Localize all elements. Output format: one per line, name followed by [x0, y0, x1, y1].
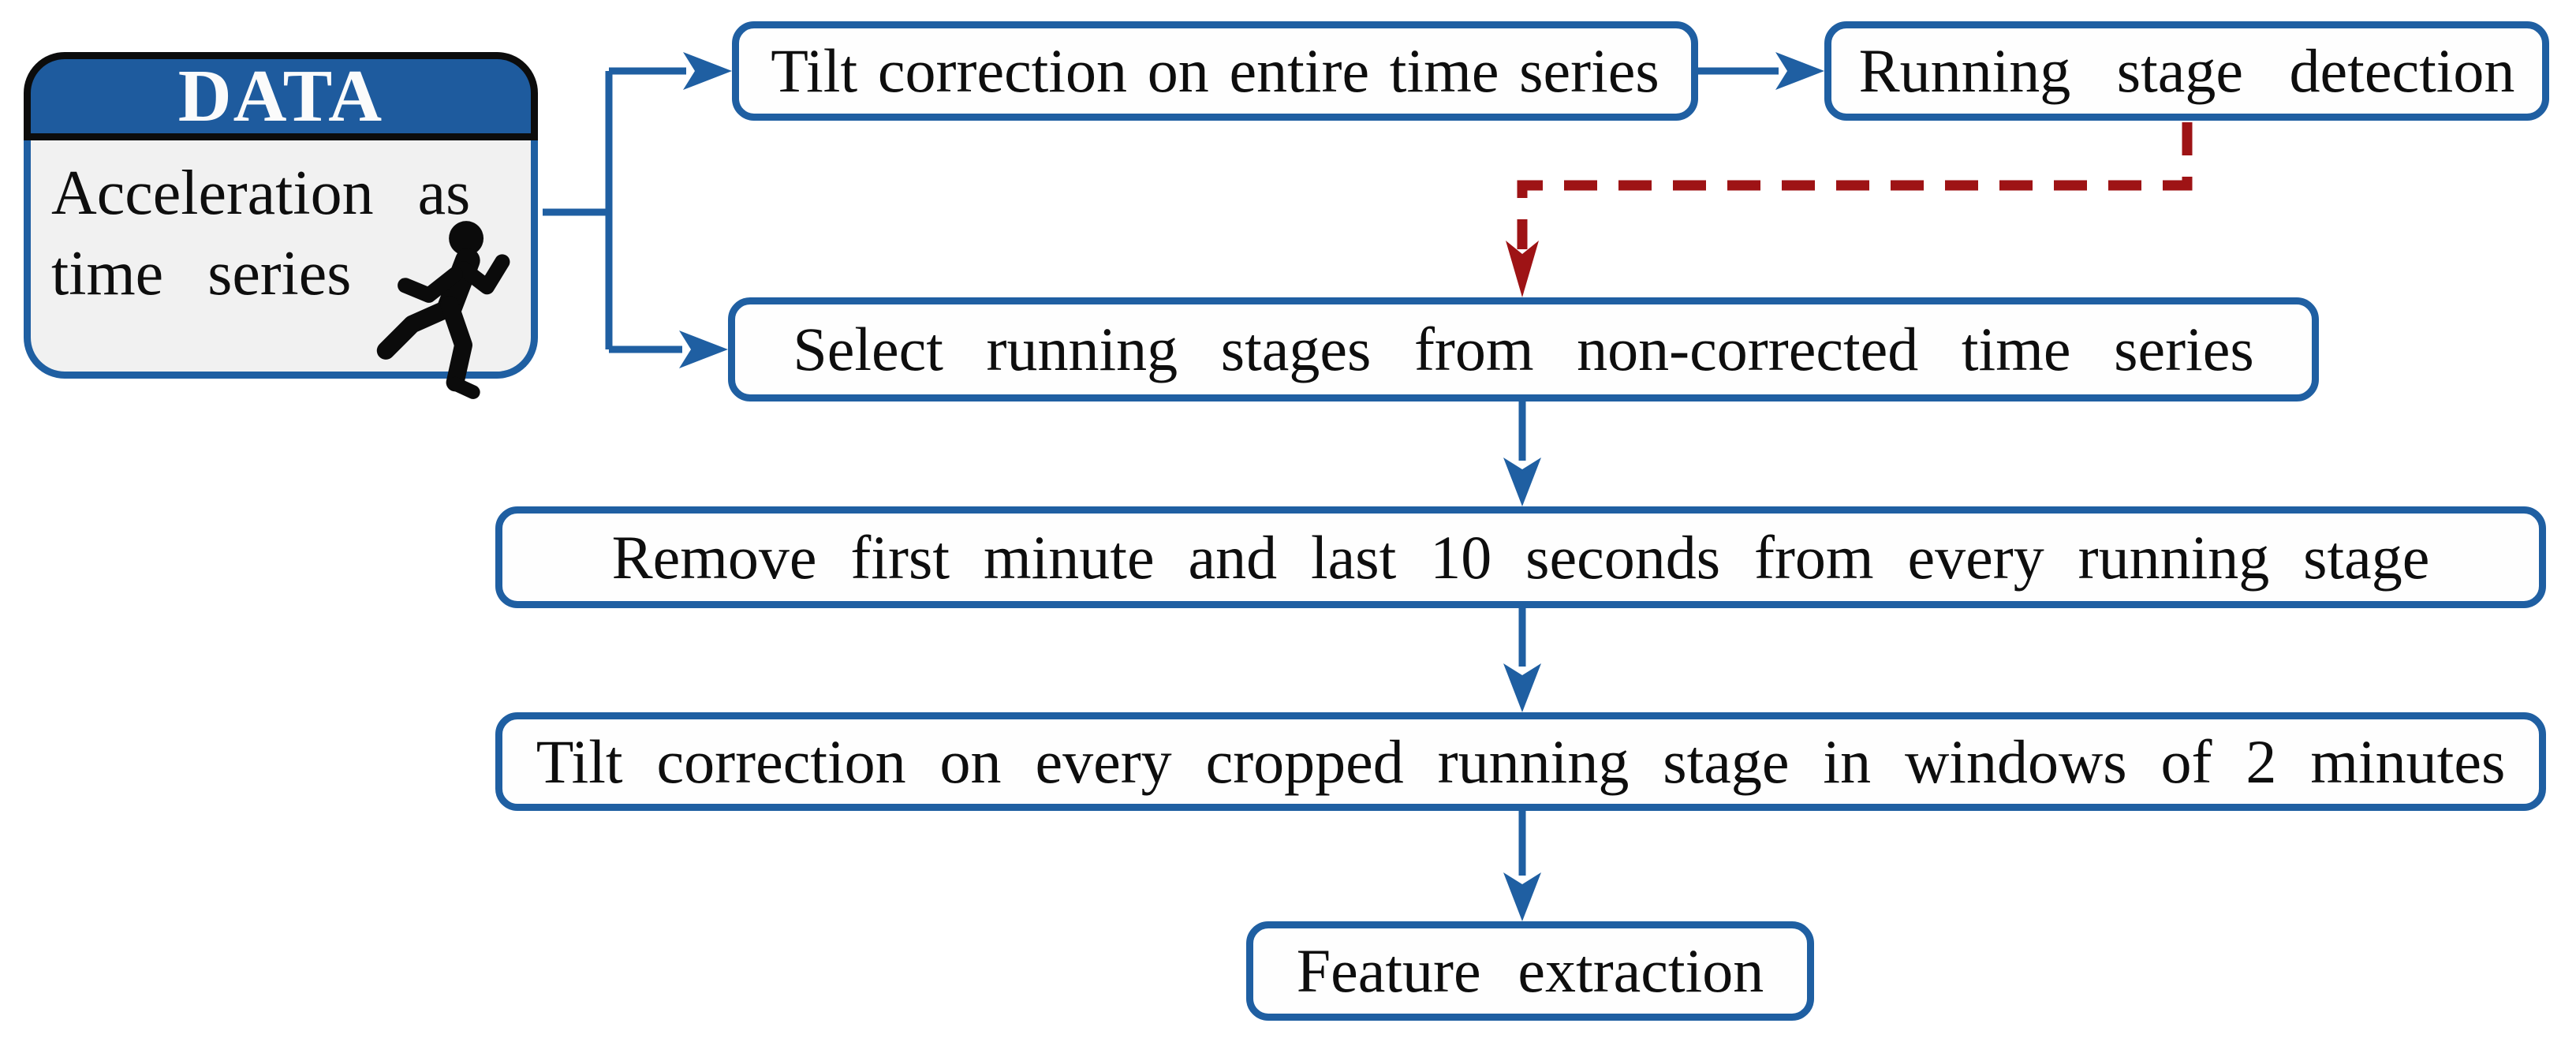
node-select-running-stages: Select running stages from non-corrected… — [728, 297, 2319, 401]
data-card: DATA Acceleration as time series — [24, 52, 538, 399]
arrow-tilt-to-detect-head — [1775, 52, 1824, 90]
node-label: Running stage detection — [1858, 36, 2515, 105]
node-label: Select running stages from non-corrected… — [793, 315, 2254, 383]
data-card-body: Acceleration as time series — [24, 140, 538, 379]
arrow-tiltwin-to-feature-head — [1503, 872, 1541, 921]
node-remove-first-minute-last-10s: Remove first minute and last 10 seconds … — [495, 506, 2546, 608]
node-label: Tilt correction on entire time series — [771, 36, 1659, 105]
data-card-title: DATA — [177, 55, 384, 137]
arrow-to-select-head — [679, 331, 728, 368]
node-tilt-correction-windows: Tilt correction on every cropped running… — [495, 712, 2546, 811]
node-label: Tilt correction on every cropped running… — [536, 726, 2506, 796]
data-card-header: DATA — [24, 52, 538, 140]
runner-icon — [376, 221, 510, 399]
node-tilt-correction-entire: Tilt correction on entire time series — [732, 21, 1698, 121]
node-label: Remove first minute and last 10 seconds … — [611, 522, 2430, 592]
node-feature-extraction: Feature extraction — [1246, 921, 1814, 1021]
dashed-detect-to-select-line — [1517, 122, 2193, 249]
node-running-stage-detection: Running stage detection — [1824, 21, 2549, 121]
arrow-remove-to-tiltwin-head — [1503, 663, 1541, 712]
dashed-detect-to-select-head — [1506, 241, 1539, 297]
node-label: Feature extraction — [1296, 936, 1764, 1005]
data-card-body-text: Acceleration as time series — [51, 159, 471, 309]
arrow-select-to-remove-head — [1503, 458, 1541, 506]
arrow-to-tilt-entire-head — [683, 52, 732, 90]
